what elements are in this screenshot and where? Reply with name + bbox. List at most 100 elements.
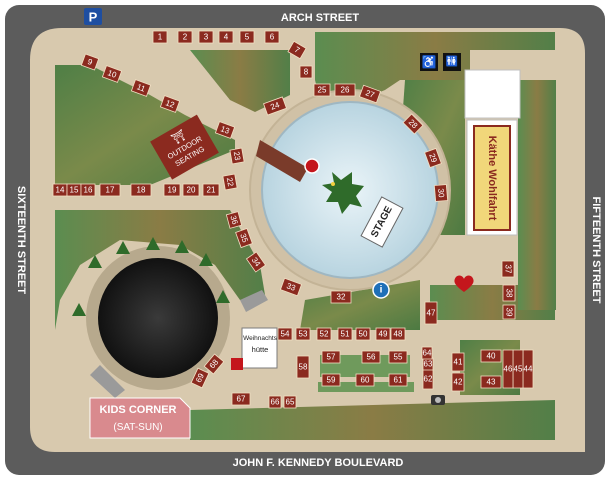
stall-61[interactable]: 61	[388, 373, 408, 387]
stall-69[interactable]: 69	[190, 367, 210, 389]
kids-corner[interactable]	[89, 397, 191, 439]
stall-43[interactable]: 43	[480, 375, 502, 389]
christmas-tree-icon	[72, 303, 86, 316]
svg-text:30: 30	[436, 188, 446, 198]
stall-10[interactable]: 10	[101, 65, 123, 83]
stall-23[interactable]: 23	[229, 147, 245, 165]
stall-55[interactable]: 55	[388, 350, 408, 364]
stall-36[interactable]: 36	[225, 211, 243, 229]
stall-17[interactable]: 17	[99, 183, 121, 197]
stall-9[interactable]: 9	[80, 53, 100, 71]
stall-51[interactable]: 51	[337, 327, 353, 341]
stall-50[interactable]: 50	[355, 327, 371, 341]
stall-6[interactable]: 6	[264, 30, 280, 44]
svg-text:45: 45	[514, 365, 523, 374]
stall-57[interactable]: 57	[321, 350, 341, 364]
stall-59[interactable]: 59	[321, 373, 341, 387]
stall-15[interactable]: 15	[66, 183, 82, 197]
outdoor-seating-icon: ⛩	[169, 128, 188, 146]
street-west: SIXTEENTH STREET	[15, 186, 27, 294]
stall-25[interactable]: 25	[313, 83, 331, 97]
stall-62[interactable]: 62	[422, 368, 434, 390]
stall-29[interactable]: 29	[424, 147, 442, 169]
svg-text:35: 35	[238, 232, 250, 244]
stall-21[interactable]: 21	[202, 183, 220, 197]
stall-44[interactable]: 44	[522, 349, 534, 389]
stall-48[interactable]: 48	[390, 327, 406, 341]
stall-47[interactable]: 47	[424, 301, 438, 325]
stall-63[interactable]: 63	[422, 357, 434, 371]
stall-16[interactable]: 16	[80, 183, 96, 197]
amphitheater-pit	[98, 258, 218, 378]
stall-5[interactable]: 5	[239, 30, 255, 44]
parking-icon	[84, 8, 102, 25]
stall-18[interactable]: 18	[130, 183, 152, 197]
hut-stall	[231, 358, 243, 370]
stall-67[interactable]: 67	[231, 392, 251, 406]
santa-icon[interactable]	[304, 158, 320, 174]
christmas-tree-icon	[216, 290, 230, 303]
stall-46[interactable]: 46	[502, 349, 514, 389]
svg-text:36: 36	[229, 215, 240, 226]
christmas-tree-icon	[88, 255, 102, 268]
stall-34[interactable]: 34	[245, 251, 267, 273]
stall-33[interactable]: 33	[279, 277, 303, 297]
svg-text:60: 60	[361, 376, 370, 385]
svg-text:16: 16	[84, 186, 93, 195]
stall-20[interactable]: 20	[182, 183, 200, 197]
stall-32[interactable]: 32	[330, 290, 352, 304]
stall-8[interactable]: 8	[299, 65, 313, 79]
building-northeast	[464, 69, 521, 119]
stall-27[interactable]: 27	[358, 84, 382, 104]
stall-52[interactable]: 52	[316, 327, 332, 341]
svg-text:62: 62	[424, 375, 433, 384]
stall-38[interactable]: 38	[502, 284, 516, 302]
stall-26[interactable]: 26	[334, 83, 356, 97]
christmas-tree-icon	[146, 237, 160, 250]
restroom-icon	[443, 53, 461, 71]
svg-text:9: 9	[86, 57, 94, 67]
svg-text:47: 47	[427, 309, 436, 318]
stall-19[interactable]: 19	[163, 183, 181, 197]
stall-13[interactable]: 13	[214, 121, 236, 139]
stall-41[interactable]: 41	[451, 352, 465, 372]
stall-11[interactable]: 11	[130, 79, 152, 97]
stall-54[interactable]: 54	[277, 327, 293, 341]
stall-1[interactable]: 1	[152, 30, 168, 44]
stall-58[interactable]: 58	[296, 355, 310, 379]
stall-4[interactable]: 4	[218, 30, 234, 44]
stall-30[interactable]: 30	[433, 184, 449, 202]
stall-12[interactable]: 12	[159, 95, 181, 113]
info-label: i	[380, 285, 383, 296]
info-icon[interactable]	[372, 281, 390, 299]
stall-39[interactable]: 39	[502, 304, 516, 320]
stall-53[interactable]: 53	[295, 327, 311, 341]
gluhwein-label-1: Weihnachts	[243, 335, 278, 342]
stall-60[interactable]: 60	[355, 373, 375, 387]
svg-text:63: 63	[424, 360, 433, 369]
svg-text:42: 42	[454, 378, 463, 387]
stall-22[interactable]: 22	[222, 173, 238, 191]
stall-65[interactable]: 65	[283, 395, 297, 409]
stall-64[interactable]: 64	[421, 346, 433, 360]
stall-56[interactable]: 56	[361, 350, 381, 364]
stall-14[interactable]: 14	[52, 183, 68, 197]
stall-37[interactable]: 37	[501, 260, 515, 278]
outdoor-seating[interactable]: ⛩ OUTDOOR SEATING	[150, 114, 219, 180]
stall-2[interactable]: 2	[177, 30, 193, 44]
stall-68[interactable]: 68	[203, 353, 225, 375]
stall-66[interactable]: 66	[268, 395, 282, 409]
stall-45[interactable]: 45	[512, 349, 524, 389]
stall-3[interactable]: 3	[198, 30, 214, 44]
stall-35[interactable]: 35	[235, 227, 253, 249]
stall-42[interactable]: 42	[451, 372, 465, 392]
svg-text:10: 10	[106, 68, 118, 80]
stairs-amphitheater	[90, 365, 125, 398]
stall-7[interactable]: 7	[287, 40, 307, 60]
stall-49[interactable]: 49	[375, 327, 391, 341]
svg-text:11: 11	[136, 82, 147, 93]
stall-28[interactable]: 28	[402, 113, 424, 135]
stall-40[interactable]: 40	[480, 349, 502, 363]
street-east: FIFTEENTH STREET	[590, 197, 602, 304]
stall-24[interactable]: 24	[263, 96, 287, 116]
